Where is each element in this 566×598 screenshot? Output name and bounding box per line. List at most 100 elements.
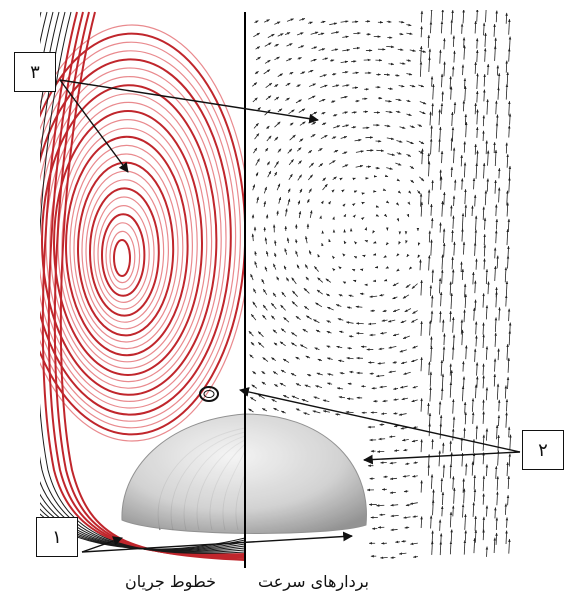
velocity-vector [454,417,455,428]
velocity-vector [285,32,290,34]
velocity-vector [341,178,343,179]
velocity-vector [289,110,295,114]
velocity-vector [462,178,463,189]
velocity-vector [320,75,327,77]
velocity-vector [273,408,278,411]
velocity-vector [484,245,485,257]
velocity-vector [418,85,423,87]
velocity-vector [390,478,397,479]
velocity-vector [290,123,293,126]
velocity-vector [419,141,424,144]
velocity-vector [440,311,441,322]
velocity-vector [363,217,365,218]
velocity-vector [309,84,316,87]
velocity-vector [431,516,432,529]
velocity-vector [506,281,507,295]
velocity-vector [402,541,407,542]
velocity-vector [443,347,444,362]
velocity-vector [264,201,265,207]
velocity-vector [444,243,445,257]
velocity-vector [473,272,474,284]
velocity-vector [288,199,290,206]
velocity-vector [461,155,462,166]
velocity-vector [483,131,484,141]
velocity-vector [309,250,311,254]
velocity-vector [411,319,417,322]
velocity-vector [406,241,407,243]
velocity-vector [334,217,335,219]
velocity-vector [267,251,268,256]
velocity-vector [282,292,286,297]
velocity-vector [274,343,277,345]
callout-3-label: ۳ [30,62,40,83]
velocity-vector [496,11,497,23]
vortex-ring [114,240,130,276]
velocity-vector [463,504,464,517]
velocity-vector [453,269,454,283]
velocity-vector [305,265,308,269]
velocity-vector [300,345,307,349]
velocity-vector [326,279,331,283]
velocity-vector [384,280,386,281]
velocity-vector [281,329,285,333]
velocity-vector [323,178,326,181]
velocity-vector [495,507,496,518]
velocity-vector [421,11,422,22]
velocity-vector [464,310,465,322]
velocity-vector [263,357,268,361]
velocity-vector [421,26,422,37]
velocity-vector [266,96,271,100]
velocity-vector [380,333,386,334]
velocity-vector [410,192,411,193]
velocity-vector [411,359,417,361]
velocity-vector [399,553,406,554]
velocity-vector [292,301,297,306]
velocity-vector [341,97,348,99]
velocity-vector [299,139,303,142]
velocity-vector [450,541,451,554]
velocity-vector [296,100,302,103]
velocity-vector [450,311,451,322]
velocity-vector [432,270,433,283]
velocity-vector [440,170,441,181]
velocity-vector [498,349,499,360]
velocity-vector [464,377,465,388]
velocity-vector [405,309,411,312]
velocity-vector [409,203,410,205]
velocity-vector [462,330,463,345]
velocity-vector [263,289,266,295]
velocity-vector [298,201,299,205]
velocity-vector [453,347,454,360]
velocity-vector [441,292,442,306]
velocity-vector [253,302,257,308]
velocity-vector [297,33,303,35]
velocity-vector [327,346,331,347]
velocity-vector [296,357,300,359]
velocity-vector [303,329,308,332]
velocity-vector [451,20,452,35]
velocity-vector [400,386,407,388]
velocity-vector [255,71,258,74]
velocity-vector [386,215,387,216]
velocity-vector [397,270,399,271]
velocity-vector [298,46,304,48]
velocity-vector [331,49,338,50]
velocity-vector [483,207,484,220]
velocity-vector [304,306,309,309]
velocity-vector [327,331,332,333]
velocity-vector [264,19,269,22]
velocity-vector [443,320,444,332]
velocity-vector [386,176,388,177]
velocity-vector [442,201,443,216]
velocity-vector [342,125,348,127]
velocity-vector [499,307,500,320]
velocity-vector [433,84,434,99]
velocity-vector [262,315,266,319]
velocity-vector [273,264,275,270]
velocity-vector [258,342,264,347]
velocity-vector [322,201,323,203]
velocity-vector [406,100,410,101]
callout-2-label: ۲ [538,440,548,461]
velocity-vector [315,386,322,388]
velocity-vector [400,63,406,64]
